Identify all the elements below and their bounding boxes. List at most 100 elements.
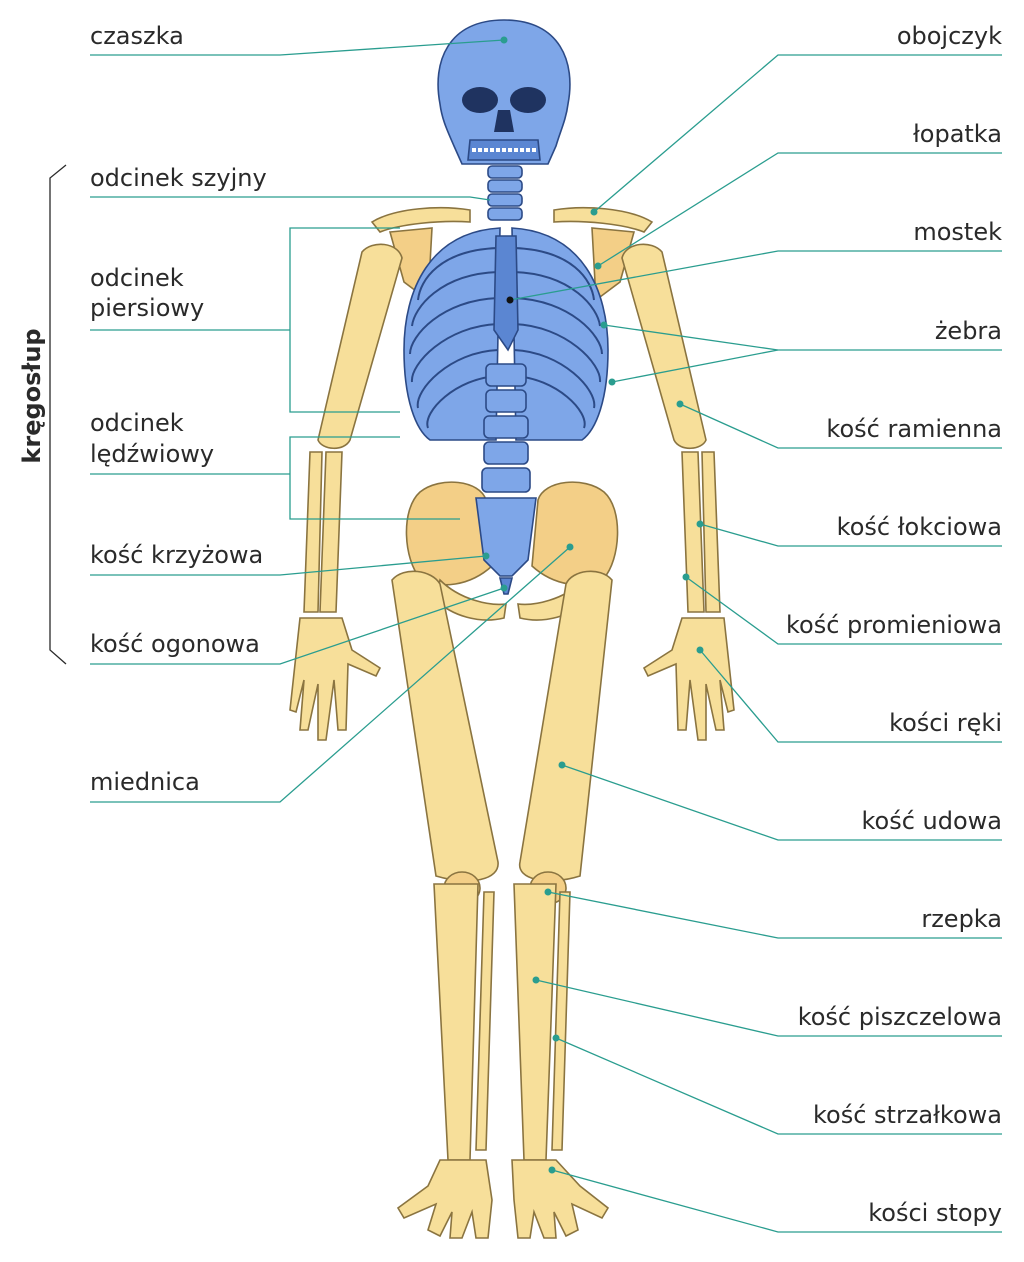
radius-left <box>319 451 343 613</box>
leader-dots <box>482 36 704 1174</box>
fibula-right <box>551 891 571 1151</box>
lumbar-vertebra-5 <box>481 467 531 493</box>
label-czaszka: czaszka <box>90 22 184 50</box>
leader-obojczyk <box>593 54 1002 213</box>
dot-kosc-krzyzowa <box>482 552 490 560</box>
label-odcinek-ledzwiowy-line2: lędźwiowy <box>90 440 214 468</box>
appendicular-skeleton <box>289 206 735 1239</box>
bracket-kregoslup <box>49 164 67 665</box>
label-odcinek-szyjny: odcinek szyjny <box>90 164 267 192</box>
pubis-left <box>435 578 507 621</box>
axial-skeleton <box>403 19 609 595</box>
leader-kosc-promieniowa <box>685 576 1002 645</box>
label-kregoslup: kręgosłup <box>18 328 46 463</box>
leader-kosci-stopy <box>551 1169 1002 1233</box>
dot-kosc-ogonowa <box>500 584 508 592</box>
leader-kosc-lokciowa <box>699 523 1002 547</box>
label-kosc-lokciowa: kość łokciowa <box>837 513 1002 541</box>
ulna-right <box>701 451 721 613</box>
skull <box>437 19 571 165</box>
humerus-right <box>621 243 707 450</box>
label-kosc-promieniowa: kość promieniowa <box>786 611 1002 639</box>
clavicle-left <box>370 206 471 233</box>
dot-lopatka <box>594 262 602 270</box>
lumbar-vertebra-3 <box>483 415 529 439</box>
bracket-ledzwiowy <box>289 436 460 520</box>
leader-kosc-krzyzowa <box>90 555 487 576</box>
clavicle-right <box>553 206 654 233</box>
nasal-cavity <box>494 110 514 132</box>
label-kosc-piszczelowa: kość piszczelowa <box>798 1003 1002 1031</box>
sternum <box>493 235 519 352</box>
label-odcinek-ledzwiowy-line1: odcinek <box>90 409 184 437</box>
lumbar-vertebra-2 <box>485 389 527 413</box>
label-lopatka: łopatka <box>913 120 1002 148</box>
dot-miednica <box>566 543 574 551</box>
leader-czaszka <box>90 39 505 56</box>
leader-kosc-ogonowa <box>90 587 505 665</box>
dot-kosc-piszczelowa <box>532 976 540 984</box>
rib-cage-right <box>511 227 609 441</box>
label-rzepka: rzepka <box>921 905 1002 933</box>
leader-kosc-strzalkowa <box>555 1037 1002 1135</box>
leader-lopatka <box>597 152 1002 267</box>
label-mostek: mostek <box>913 218 1002 246</box>
cervical-vertebra-2 <box>487 179 523 193</box>
eye-socket-left <box>462 87 498 113</box>
lumbar-vertebra-1 <box>485 363 527 387</box>
label-kosc-ogonowa: kość ogonowa <box>90 630 260 658</box>
leader-kosc-ramienna <box>679 403 1002 449</box>
hand-left <box>289 617 382 741</box>
rib-cage-left <box>403 227 501 441</box>
label-kosci-reki: kości ręki <box>889 709 1002 737</box>
label-kosc-strzalkowa: kość strzałkowa <box>813 1101 1002 1129</box>
label-miednica: miednica <box>90 768 200 796</box>
labels-right: obojczyk łopatka mostek żebra kość ramie… <box>786 22 1002 1227</box>
dot-obojczyk <box>590 208 598 216</box>
dot-kosci-reki <box>696 646 704 654</box>
leader-zebra-2 <box>611 349 779 383</box>
dot-kosci-stopy <box>548 1166 556 1174</box>
foot-right <box>511 1159 610 1239</box>
dot-kosc-promieniowa <box>682 573 690 581</box>
leader-kosc-piszczelowa <box>535 979 1002 1037</box>
tibia-right <box>513 883 557 1161</box>
label-kosc-udowa: kość udowa <box>861 807 1002 835</box>
leader-miednica <box>90 546 571 803</box>
leader-kosc-udowa <box>561 764 1002 841</box>
humerus-left <box>317 243 403 450</box>
bracket-piersiowy <box>289 227 400 413</box>
cervical-vertebra-1 <box>487 165 523 179</box>
dot-kosc-strzalkowa <box>552 1034 560 1042</box>
leader-rzepka <box>547 891 1002 939</box>
ulna-left <box>303 451 323 613</box>
lumbar-vertebra-4 <box>483 441 529 465</box>
leader-lines <box>49 39 1002 1233</box>
sacrum <box>475 497 537 577</box>
label-kosc-krzyzowa: kość krzyżowa <box>90 541 263 569</box>
cervical-vertebra-4 <box>487 207 523 221</box>
leader-odcinek-szyjny <box>90 196 491 201</box>
hand-right <box>642 617 735 741</box>
cervical-vertebra-3 <box>487 193 523 207</box>
radius-right <box>681 451 705 613</box>
dot-kosc-ramienna <box>676 400 684 408</box>
dot-rzepka <box>544 888 552 896</box>
dot-kosc-lokciowa <box>696 520 704 528</box>
dot-kosc-udowa <box>558 761 566 769</box>
ribs-right <box>513 247 603 429</box>
label-obojczyk: obojczyk <box>897 22 1002 50</box>
label-odcinek-piersiowy-line2: piersiowy <box>90 294 204 322</box>
dot-zebra-1 <box>600 321 608 329</box>
foot-left <box>396 1159 493 1239</box>
eye-socket-right <box>510 87 546 113</box>
labels-left: czaszka odcinek szyjny odcinek piersiowy… <box>18 22 267 796</box>
ilium-left <box>405 481 493 586</box>
dot-mostek <box>506 296 514 304</box>
fibula-left <box>475 891 495 1151</box>
label-kosc-ramienna: kość ramienna <box>826 415 1002 443</box>
leader-kosci-reki <box>699 649 1002 743</box>
leader-mostek <box>509 250 1002 301</box>
label-odcinek-piersiowy-line1: odcinek <box>90 264 184 292</box>
